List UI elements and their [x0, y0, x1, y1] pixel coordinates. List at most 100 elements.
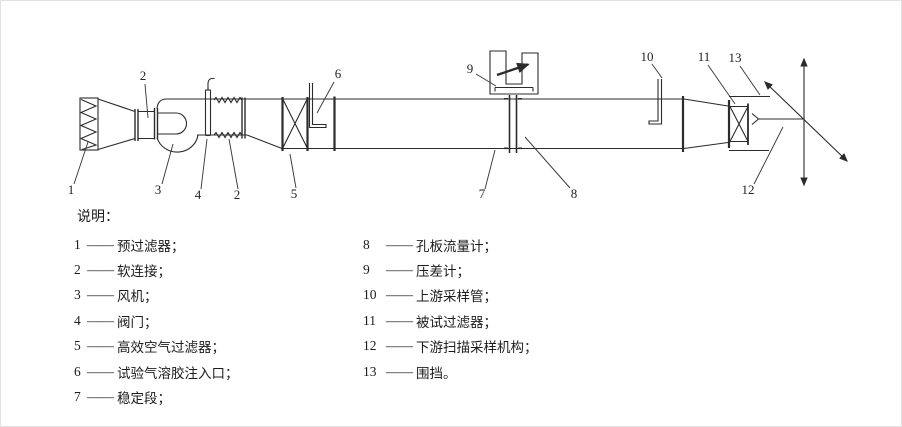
differential-pressure-gauge	[489, 50, 539, 95]
legend-item: 9 ——压差计；	[363, 257, 538, 282]
callout-number: 10	[641, 49, 654, 64]
soft-connection-1	[134, 108, 159, 141]
legend-item-dash: ——	[386, 312, 413, 328]
legend-item-dash: ——	[386, 338, 413, 354]
scan-travel-arrows	[764, 57, 848, 187]
legend-item-label: 稳定段；	[117, 391, 171, 407]
legend-item-label: 软连接；	[117, 264, 171, 280]
legend-heading: 说明：	[77, 210, 119, 225]
callout-leader-line	[475, 73, 497, 87]
legend-item-dash: ——	[87, 389, 114, 405]
hepa-filter	[281, 97, 309, 151]
callout-number: 12	[742, 182, 755, 197]
legend-item-label: 孔板流量计；	[416, 238, 497, 254]
aerosol-injection-port	[308, 83, 327, 129]
callout-number: 3	[155, 182, 162, 197]
legend-item-number: 11	[363, 312, 376, 328]
callout-leader-line	[161, 143, 174, 185]
legend-item-number: 2	[74, 262, 81, 278]
legend-item-number: 10	[363, 287, 377, 303]
legend-item-label: 围挡。	[416, 365, 457, 381]
callout-number: 1	[68, 182, 75, 197]
legend-item: 7 ——稳定段；	[74, 384, 239, 409]
legend-item: 13 ——围挡。	[363, 359, 538, 384]
legend-item: 4——阀门；	[74, 308, 239, 333]
callout-leader-line	[739, 65, 761, 96]
outlet-cone	[683, 98, 731, 150]
legend-item-dash: ——	[386, 262, 413, 278]
legend-item-number: 7	[74, 389, 81, 405]
pre-filter	[79, 97, 99, 151]
valve	[204, 77, 215, 137]
legend-item: 10 ——上游采样管；	[363, 283, 538, 308]
legend-item-number: 5	[74, 338, 81, 354]
callout-number: 8	[571, 186, 578, 201]
callout-number: 13	[729, 50, 742, 65]
legend-item-number: 9	[363, 262, 370, 278]
legend-item-number: 3	[74, 287, 81, 303]
callout-number: 2	[234, 187, 241, 202]
legend-item-dash: ——	[386, 363, 413, 379]
test-filter	[729, 103, 749, 145]
upstream-sampling-tube	[648, 79, 663, 125]
callout-leader-line	[73, 141, 89, 185]
callout-leader-line	[289, 153, 297, 189]
legend-item-label: 风机；	[117, 289, 158, 305]
soft-connection-2	[213, 96, 246, 139]
callout-number: 9	[467, 61, 474, 76]
legend-item-number: 6	[74, 363, 81, 379]
callout-number: 5	[291, 186, 298, 201]
legend-item: 5 ——高效空气过滤器；	[74, 334, 239, 359]
stabilization-section-flanges	[333, 96, 685, 152]
legend-item: 1 ——预过滤器；	[74, 232, 239, 257]
inlet-cone	[97, 98, 136, 151]
legend-item-number: 8	[363, 236, 370, 252]
callout-leader-line	[316, 81, 335, 114]
legend-item-dash: ——	[87, 287, 114, 303]
legend-item-label: 阀门；	[117, 314, 158, 330]
legend-item-dash: ——	[87, 338, 114, 354]
legend-item: 11 ——被试过滤器；	[363, 308, 538, 333]
callout-leader-line	[200, 138, 208, 190]
callout-number: 11	[698, 49, 711, 64]
legend-column-left: 1——预过滤器；2——软连接；3——风机；4——阀门；5——高效空气过滤器；6—…	[74, 232, 239, 410]
legend-item-number: 1	[74, 236, 81, 252]
fan	[156, 98, 199, 153]
legend-item: 12 ——下游扫描采样机构；	[363, 334, 538, 359]
legend-item-label: 被试过滤器；	[416, 314, 497, 330]
callout-leader-line	[228, 138, 239, 190]
duct-walls	[166, 98, 683, 150]
legend-column-right: 8——孔板流量计；9——压差计；10——上游采样管；11——被试过滤器；12——…	[363, 232, 538, 384]
legend-item: 2 ——软连接；	[74, 257, 239, 282]
legend-item: 3 ——风机；	[74, 283, 239, 308]
legend-item-label: 上游采样管；	[416, 289, 497, 305]
enclosure	[729, 95, 770, 152]
downstream-scanning-probe	[751, 113, 804, 125]
legend-item-number: 13	[363, 363, 377, 379]
callout-leader-line	[753, 126, 784, 185]
legend-item-label: 压差计；	[416, 264, 470, 280]
callout-leader-line	[144, 83, 149, 119]
valve-handle	[207, 77, 215, 90]
callout-number: 7	[479, 186, 486, 201]
legend-item-dash: ——	[386, 287, 413, 303]
legend-item-label: 试验气溶胶注入口；	[117, 365, 239, 381]
callout-leader-line	[707, 64, 736, 105]
orifice-flow-meter	[504, 95, 522, 153]
callout-leader-line	[524, 136, 571, 189]
legend-item-label: 下游扫描采样机构；	[416, 340, 538, 356]
callout-leader-line	[651, 63, 663, 79]
legend-item-label: 预过滤器；	[117, 238, 185, 254]
legend-item-dash: ——	[87, 262, 114, 278]
legend-item-number: 12	[363, 338, 377, 354]
callout-leader-line	[484, 149, 496, 190]
callout-number: 2	[140, 68, 147, 83]
legend-item-label: 高效空气过滤器；	[117, 340, 225, 356]
callout-number: 4	[195, 187, 202, 202]
legend-item-dash: ——	[87, 312, 114, 328]
legend-item-dash: ——	[386, 236, 413, 252]
legend-item-dash: ——	[87, 236, 114, 252]
